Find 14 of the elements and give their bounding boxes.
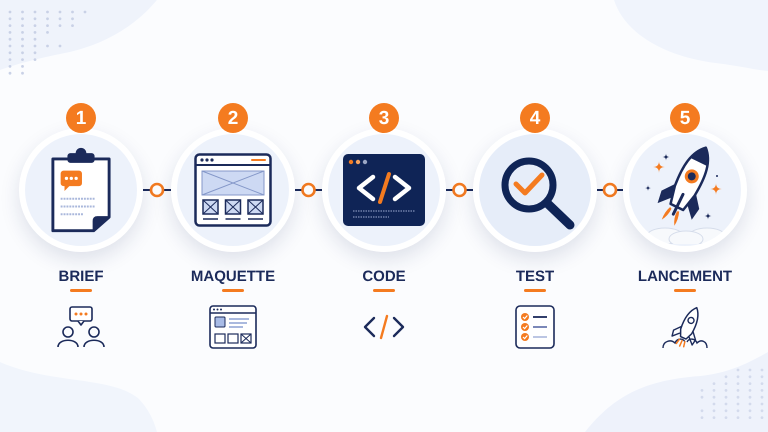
step-number-badge: 4 <box>520 103 550 133</box>
connector-line <box>295 189 322 191</box>
step-title: MAQUETTE <box>190 268 276 285</box>
connector-line <box>597 189 623 191</box>
step-title: CODE <box>362 268 406 285</box>
step-title: TEST <box>516 268 554 285</box>
step-number-badge: 3 <box>369 103 399 133</box>
step-number-badge: 2 <box>218 103 248 133</box>
step-number-badge: 5 <box>670 103 700 133</box>
step-number-badge: 1 <box>66 103 96 133</box>
connector-line <box>143 189 171 191</box>
connector-line <box>446 189 473 191</box>
step-title: BRIEF <box>58 268 104 285</box>
step-title: LANCEMENT <box>638 268 732 285</box>
